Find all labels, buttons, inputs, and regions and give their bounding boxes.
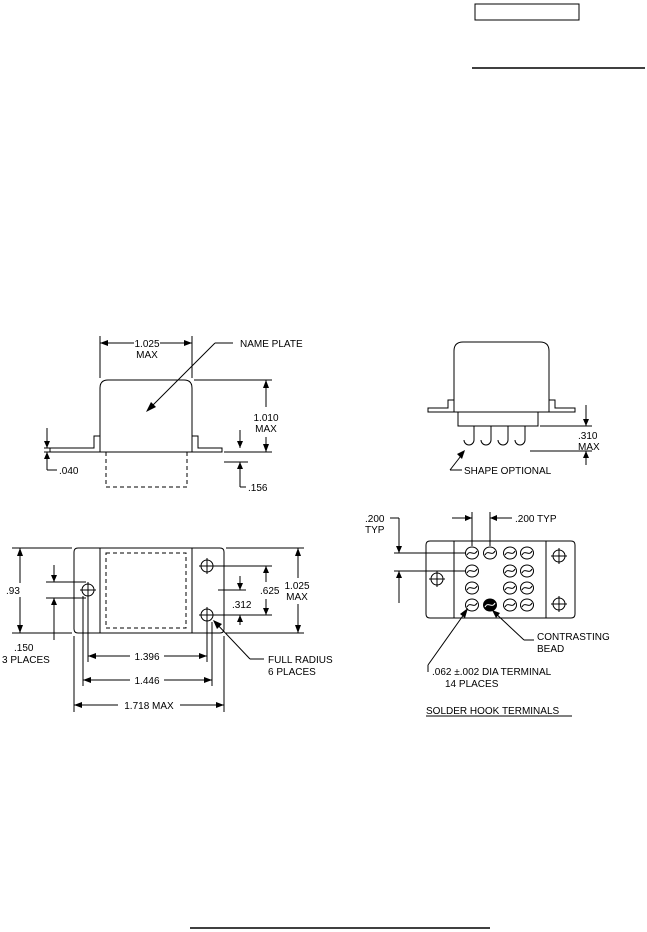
solder-hook-terminal-icon — [520, 598, 534, 612]
left-flange — [49, 435, 101, 453]
bottom-view-left: .93 .150 3 PLACES .625 .312 1.025 MAX — [2, 547, 333, 712]
full-radius-note: FULL RADIUS — [268, 655, 333, 666]
header-area — [472, 3, 645, 69]
solder-hook-caption: SOLDER HOOK TERMINALS — [426, 706, 560, 717]
relay-body-outline-right — [453, 341, 550, 412]
body-height-dimension: 1.025 — [284, 581, 309, 592]
mounting-hole-icon — [79, 581, 97, 599]
mounting-hole-icon — [428, 570, 446, 588]
hole-offset-note: 3 PLACES — [2, 655, 50, 666]
width-dimension: 1.025 — [134, 339, 159, 350]
body-height-max: MAX — [286, 592, 308, 603]
name-plate-label: NAME PLATE — [240, 339, 303, 350]
solder-hook-terminal-icon — [503, 581, 517, 595]
height-dimension: 1.010 — [253, 413, 278, 424]
full-radius-places: 6 PLACES — [268, 667, 316, 678]
solder-hook-terminal-icon — [465, 546, 479, 560]
span-2-dimension: 1.446 — [134, 676, 159, 687]
relay-body-outline — [99, 379, 193, 448]
solder-hook-terminal-icon — [483, 546, 497, 560]
mounting-flange-outline — [73, 547, 225, 634]
height-max: MAX — [255, 424, 277, 435]
mounting-flange-outline-right — [425, 540, 576, 619]
solder-hook-terminal-icon — [520, 546, 534, 560]
terminal-grid — [465, 546, 534, 612]
hole-offset-dimension: .150 — [14, 643, 34, 654]
pitch-top-dimension: .200 TYP — [515, 514, 557, 525]
flange-thickness-dimension: .040 — [59, 466, 79, 477]
solder-hook-terminals — [463, 426, 526, 446]
contrasting-bead-icon — [483, 598, 497, 612]
solder-hook-terminal-icon — [520, 581, 534, 595]
relay-body-footprint — [99, 547, 193, 634]
span-1-dimension: 1.396 — [134, 652, 159, 663]
terminal-diameter-note: .062 ±.002 DIA TERMINAL — [432, 667, 552, 678]
mounting-hole-icon — [550, 547, 568, 565]
solder-hook-terminal-icon — [503, 546, 517, 560]
shape-optional-note: SHAPE OPTIONAL — [464, 466, 552, 477]
solder-hook-terminal-icon — [465, 581, 479, 595]
seat-offset-dimension: .156 — [248, 483, 268, 494]
solder-hook-terminal-icon — [520, 564, 534, 578]
header-hidden-outline — [105, 452, 188, 488]
terminal-header — [457, 411, 539, 427]
terminal-count-note: 14 PLACES — [445, 679, 499, 690]
terminal-height-max: MAX — [578, 442, 600, 453]
header-box — [474, 3, 580, 21]
mounting-hole-icon — [550, 595, 568, 613]
right-flange — [191, 435, 223, 453]
solder-hook-terminal-icon — [465, 564, 479, 578]
header-hidden-footprint — [105, 552, 187, 629]
pitch-left-dimension: .200 — [365, 514, 385, 525]
hole-half-spacing-dimension: .312 — [232, 600, 252, 611]
solder-hook-terminal-icon — [503, 598, 517, 612]
mounting-hole-icon — [198, 606, 216, 624]
pitch-left-typ: TYP — [365, 525, 385, 536]
overall-length-dimension: 1.718 MAX — [124, 701, 174, 712]
width-max: MAX — [136, 350, 158, 361]
solder-hook-terminal-icon — [503, 564, 517, 578]
hole-spacing-dimension: .625 — [260, 586, 280, 597]
mounting-hole-icon — [198, 557, 216, 575]
overall-height-dimension: .93 — [6, 586, 20, 597]
bottom-view-right: .200 TYP .200 TYP CONTRASTING BEAD .062 … — [365, 512, 610, 717]
side-view-left: 1.025 MAX NAME PLATE 1.010 MAX .040 .156 — [44, 336, 303, 494]
bead-label: BEAD — [537, 644, 564, 655]
terminal-height-dimension: .310 — [578, 431, 598, 442]
side-view-right: .310 MAX SHAPE OPTIONAL — [427, 341, 600, 477]
contrasting-label: CONTRASTING — [537, 632, 610, 643]
